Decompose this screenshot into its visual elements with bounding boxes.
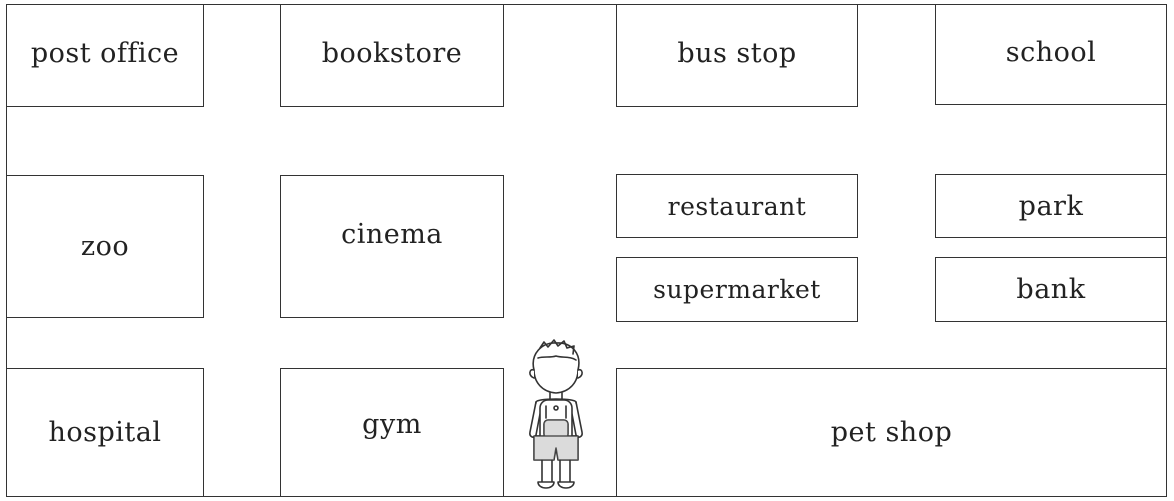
block-cinema: cinema	[280, 175, 504, 318]
label-park: park	[1018, 190, 1084, 222]
block-gym: gym	[280, 368, 504, 497]
label-bookstore: bookstore	[321, 38, 463, 69]
block-bank: bank	[935, 257, 1167, 322]
block-park: park	[935, 174, 1167, 238]
block-hospital: hospital	[6, 368, 204, 497]
block-pet-shop: pet shop	[616, 368, 1167, 497]
label-pet-shop: pet shop	[830, 417, 953, 448]
block-zoo: zoo	[6, 175, 204, 318]
label-zoo: zoo	[80, 231, 130, 262]
label-cinema: cinema	[341, 219, 443, 250]
block-bookstore: bookstore	[280, 4, 504, 107]
boy-with-backpack-icon	[529, 339, 583, 489]
label-post-office: post office	[30, 38, 180, 69]
label-restaurant: restaurant	[667, 191, 807, 221]
label-hospital: hospital	[48, 417, 162, 448]
block-school: school	[935, 4, 1167, 105]
label-school: school	[1005, 37, 1097, 68]
block-restaurant: restaurant	[616, 174, 858, 238]
label-gym: gym	[362, 409, 422, 440]
label-bank: bank	[1016, 274, 1086, 305]
block-post-office: post office	[6, 4, 204, 107]
block-bus-stop: bus stop	[616, 4, 858, 107]
block-supermarket: supermarket	[616, 257, 858, 322]
label-supermarket: supermarket	[653, 275, 821, 304]
label-bus-stop: bus stop	[677, 38, 797, 69]
